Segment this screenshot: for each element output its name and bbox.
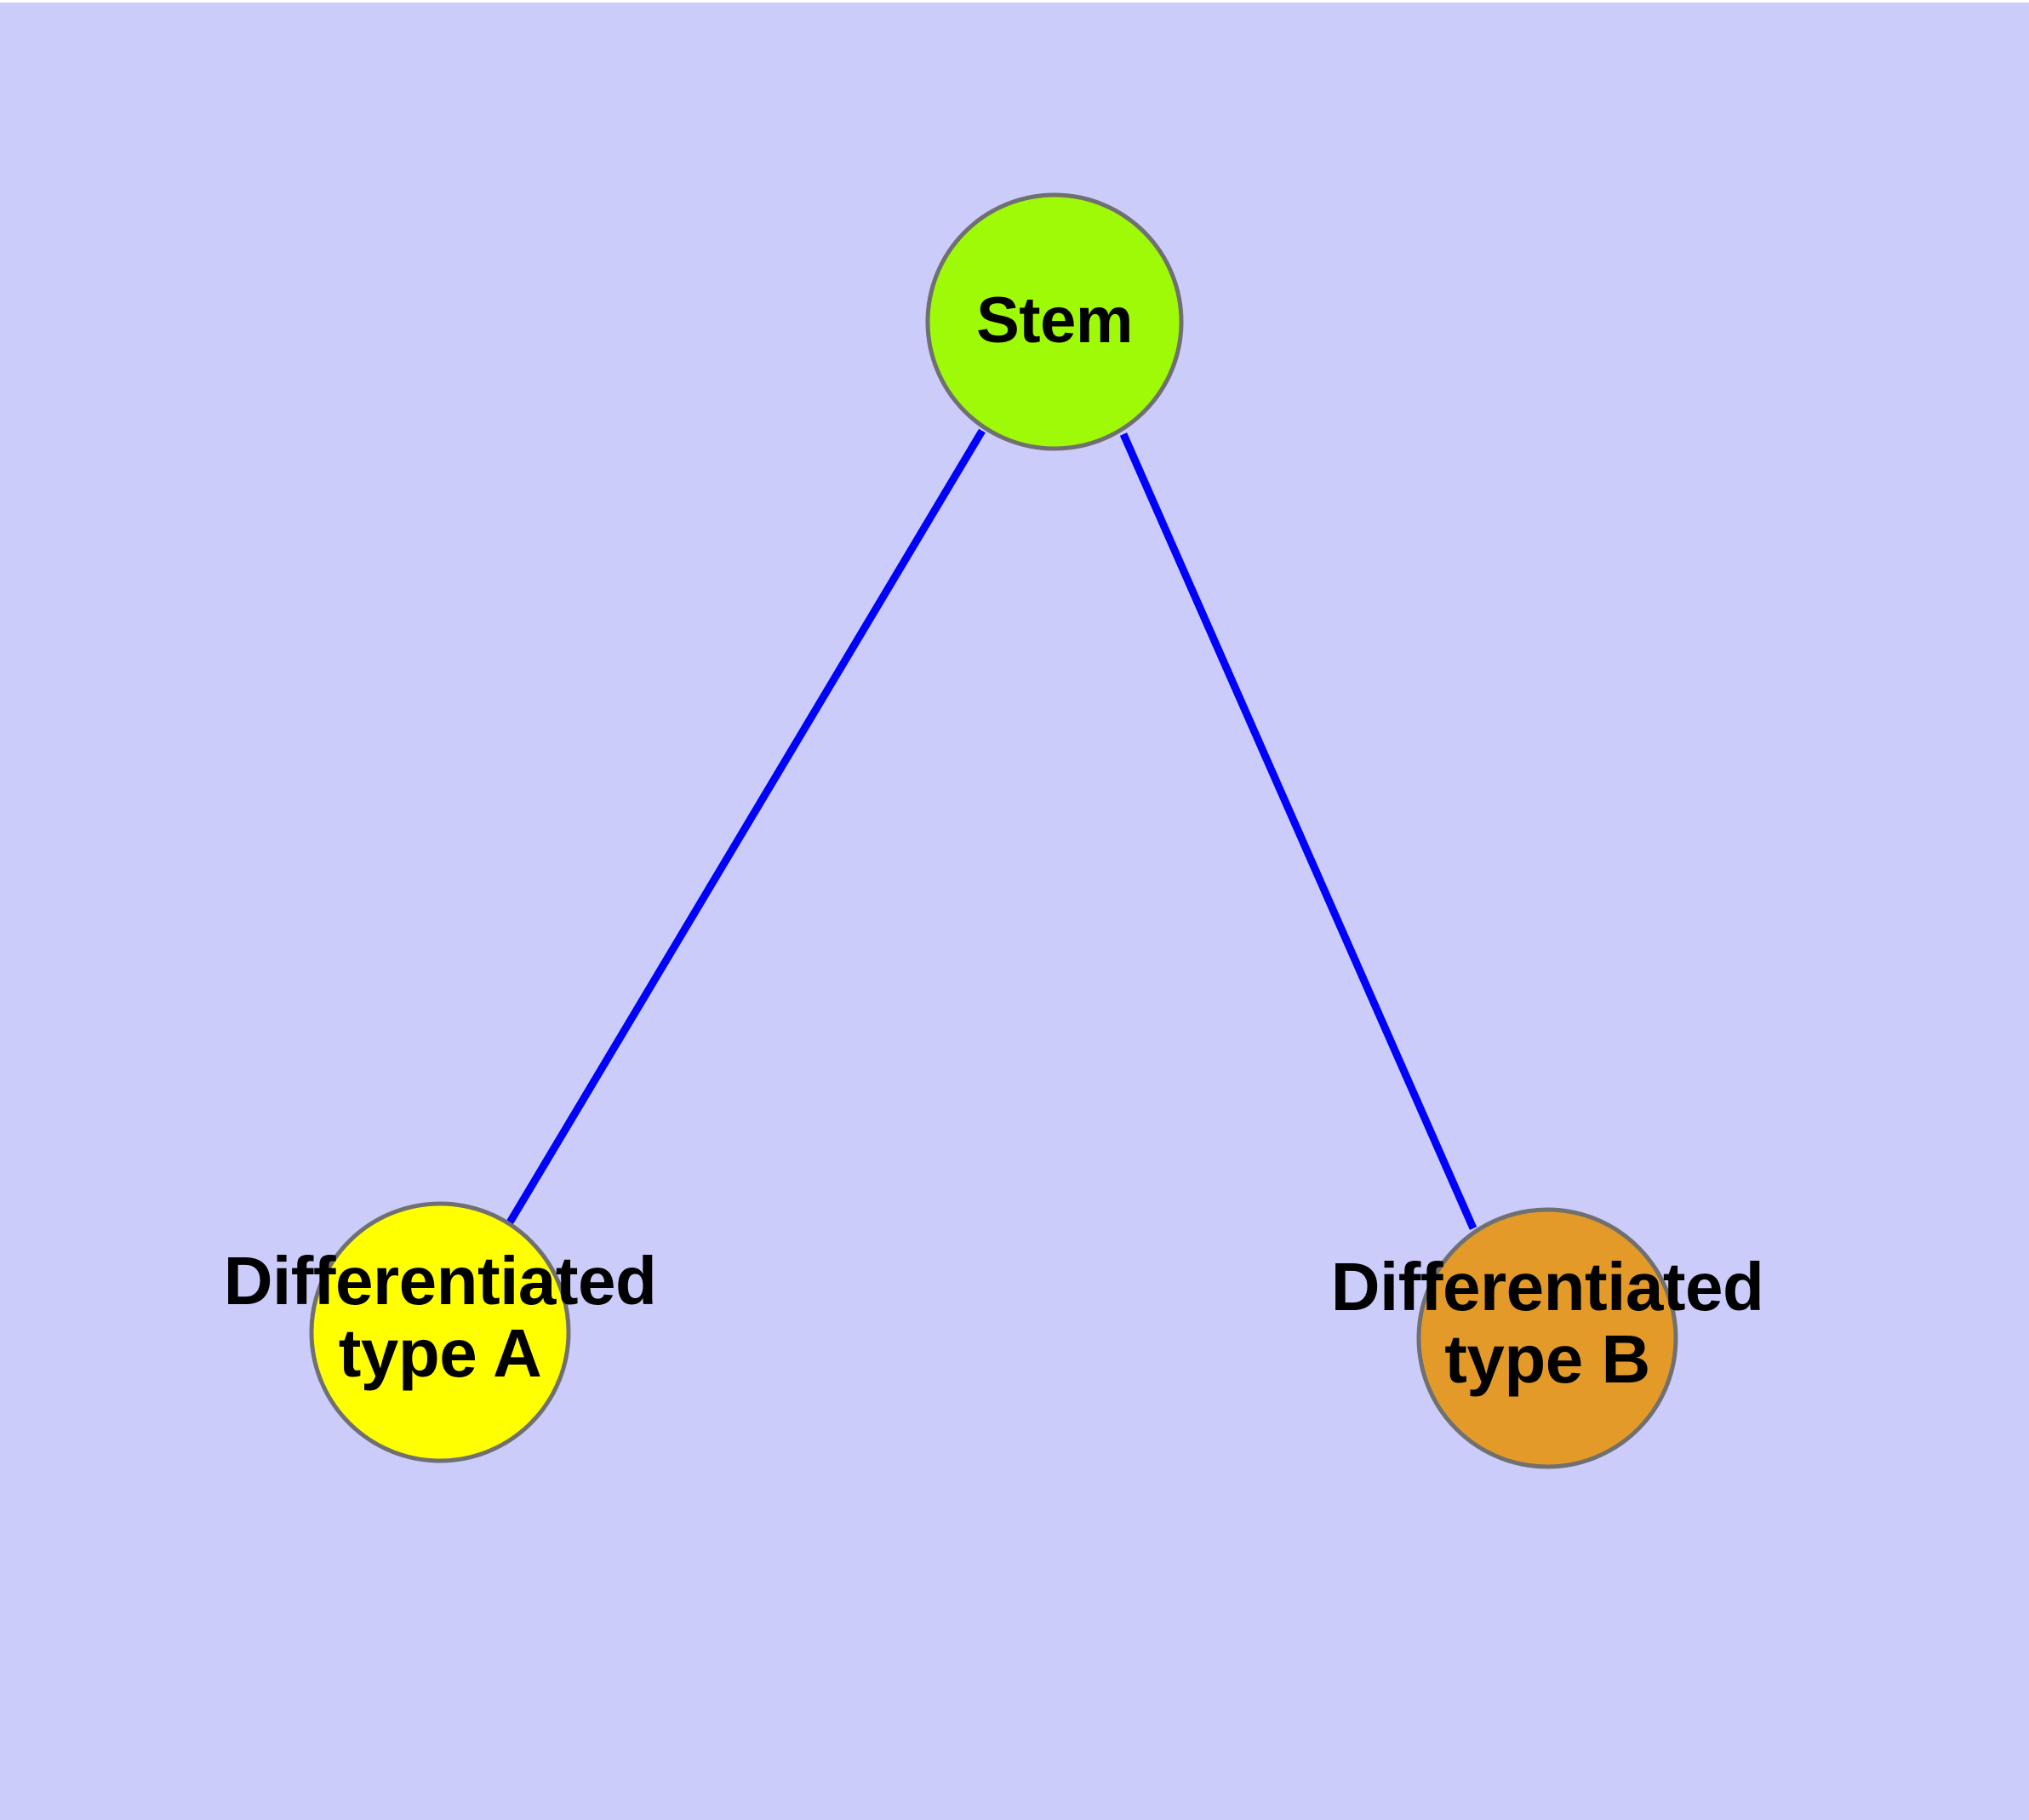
graph-svg [309, 192, 1678, 1469]
node-layer [309, 192, 1678, 1469]
edge-stem-to-differentiated-type-b [1119, 432, 1477, 1230]
edge-layer [506, 428, 1477, 1230]
node-stem[interactable] [925, 192, 1184, 451]
node-differentiated-type-a[interactable] [309, 1201, 571, 1463]
edge-stem-to-differentiated-type-a [506, 428, 986, 1225]
node-differentiated-type-b[interactable] [1416, 1207, 1678, 1469]
